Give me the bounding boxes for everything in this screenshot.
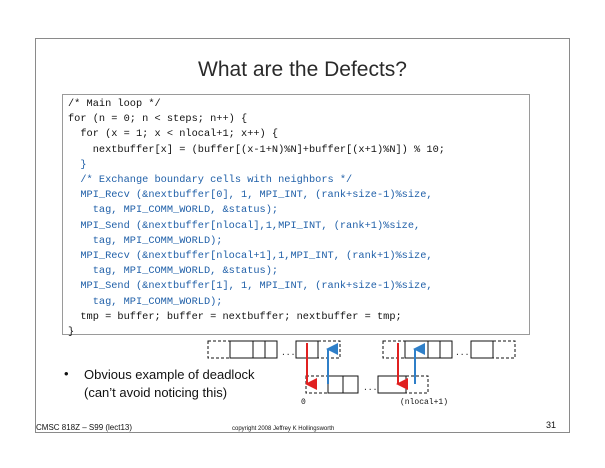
code-line: MPI_Send (&nextbuffer[nlocal],1,MPI_INT,… [68,219,421,232]
footer-copyright: copyright 2008 Jeffrey K Hollingsworth [232,426,335,432]
code-block [62,94,530,335]
code-line: tag, MPI_COMM_WORLD, &status); [68,204,279,217]
bullet-marker: • [64,366,69,381]
label-index-nlocal: (nlocal+1) [400,398,448,407]
bullet-line: (can’t avoid noticing this) [84,385,228,400]
code-line: tag, MPI_COMM_WORLD); [68,234,223,247]
buffer-array-top-left [207,340,341,359]
ellipsis-top-right: ... [455,349,469,358]
code-line: tag, MPI_COMM_WORLD, &status); [68,265,279,278]
code-line: } [68,326,75,339]
code-line: for (n = 0; n < steps; n++) { [68,113,248,126]
code-line: for (x = 1; x < nlocal+1; x++) { [68,128,279,141]
buffer-array-bottom [305,375,429,394]
code-line: MPI_Recv (&nextbuffer[nlocal+1],1,MPI_IN… [68,250,433,263]
slide-frame [35,38,570,433]
bullet-line: Obvious example of deadlock [84,367,255,382]
code-line: /* Exchange boundary cells with neighbor… [68,174,353,187]
code-line: MPI_Send (&nextbuffer[1], 1, MPI_INT, (r… [68,280,433,293]
code-line: MPI_Recv (&nextbuffer[0], 1, MPI_INT, (r… [68,189,433,202]
bullet-text: Obvious example of deadlock (can’t avoid… [84,366,255,402]
label-index-zero: 0 [301,398,306,407]
footer-course: CMSC 818Z – S99 (lect13) [36,423,133,432]
code-line: } [68,158,87,171]
code-line: nextbuffer[x] = (buffer[(x-1+N)%N]+buffe… [68,143,445,156]
ellipsis-top-left: ... [281,349,295,358]
ellipsis-bottom: ... [363,384,377,393]
page-number: 31 [546,420,557,430]
code-line: tmp = buffer; buffer = nextbuffer; nextb… [68,310,402,323]
code-line: tag, MPI_COMM_WORLD); [68,295,223,308]
slide-title: What are the Defects? [198,58,407,81]
code-listing: /* Main loop */ for (n = 0; n < steps; n… [68,97,445,340]
buffer-array-top-right [382,340,516,359]
code-line: /* Main loop */ [68,98,161,110]
